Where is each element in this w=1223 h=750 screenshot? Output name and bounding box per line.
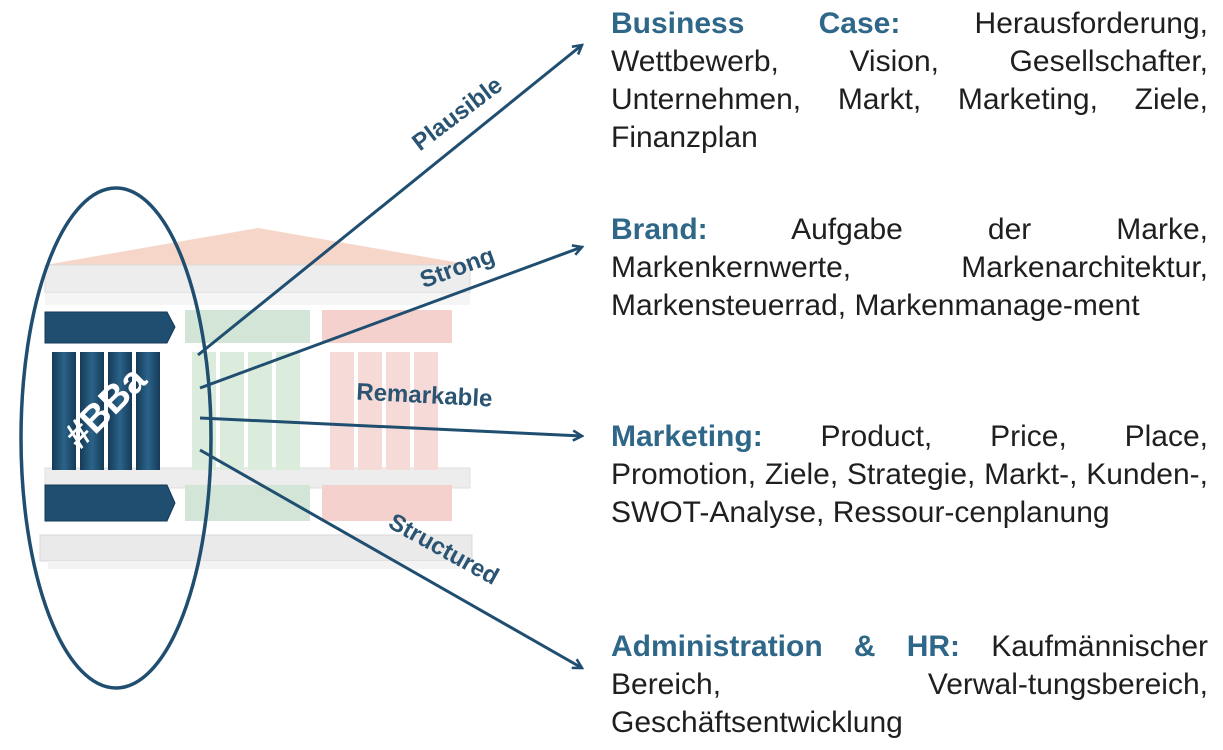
temple-base	[39, 534, 473, 562]
navy-shaft-1	[52, 352, 76, 470]
red-base	[322, 485, 452, 521]
temple-base-shadow	[48, 561, 466, 569]
red-shaft-1	[330, 352, 354, 470]
section-heading: Business Case:	[611, 7, 901, 40]
temple-entablature	[44, 264, 471, 294]
highlight-ellipse	[19, 186, 213, 690]
arrow-remarkable	[199, 416, 582, 436]
navy-capital	[44, 311, 176, 344]
arrow-plausible	[197, 45, 582, 357]
red-shaft-4	[414, 352, 438, 470]
green-shaft-2	[220, 352, 244, 470]
section-brand: Brand: Aufgabe der Marke, Markenkernwert…	[611, 211, 1208, 325]
red-capital	[322, 310, 452, 343]
section-heading: Marketing:	[611, 420, 763, 453]
arrows	[197, 45, 582, 668]
green-shaft-3	[248, 352, 272, 470]
red-shaft-2	[358, 352, 382, 470]
section-administration-hr: Administration & HR: Kaufmännischer Bere…	[611, 628, 1208, 742]
temple-roof	[45, 228, 472, 265]
section-text: Product, Price, Place, Promotion, Ziele,…	[611, 420, 1208, 529]
arrow-strong	[199, 247, 582, 390]
navy-shaft-3	[108, 352, 132, 470]
navy-shaft-4	[136, 352, 160, 470]
section-heading: Administration & HR:	[611, 630, 961, 663]
navy-shaft-2	[80, 352, 104, 470]
red-shaft-3	[386, 352, 410, 470]
temple-diagram: #BBa Plausible Strong Remarkable Structu…	[19, 0, 600, 690]
section-text: Aufgabe der Marke, Markenkernwerte, Mark…	[611, 213, 1208, 322]
section-heading: Brand:	[611, 213, 708, 246]
section-text: Kaufmännischer Bereich, Verwal-tungsbere…	[611, 630, 1208, 739]
section-business-case: Business Case: Herausforderung, Wettbewe…	[611, 5, 1208, 157]
section-text: Herausforderung, Wettbewerb, Vision, Ges…	[611, 7, 1208, 154]
green-shaft-4	[276, 352, 300, 470]
section-marketing: Marketing: Product, Price, Place, Promot…	[611, 418, 1208, 532]
temple-upper-band	[45, 293, 470, 305]
arrow-structured	[199, 448, 582, 668]
navy-base	[44, 484, 176, 522]
bba-column: #BBa	[44, 311, 176, 522]
